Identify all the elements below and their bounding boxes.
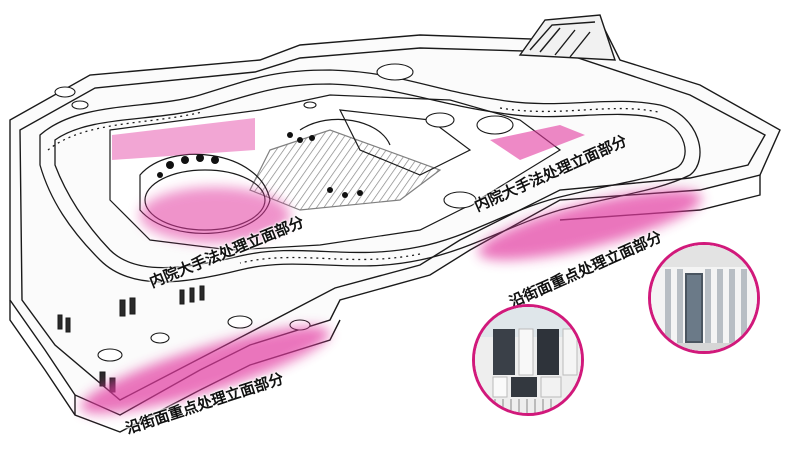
highlight-street-right bbox=[478, 189, 702, 261]
highlight-zones bbox=[80, 118, 702, 414]
highlight-inner-top bbox=[112, 118, 255, 160]
rooftop-circles bbox=[54, 63, 514, 362]
highlight-street-bottom bbox=[80, 326, 330, 414]
highlight-inner-left bbox=[140, 187, 290, 243]
facade-photo-left bbox=[472, 304, 584, 416]
facade-photo-right bbox=[648, 242, 760, 354]
highlight-inner-right bbox=[490, 125, 585, 160]
trees bbox=[157, 132, 363, 198]
roof-walkway bbox=[39, 69, 701, 283]
